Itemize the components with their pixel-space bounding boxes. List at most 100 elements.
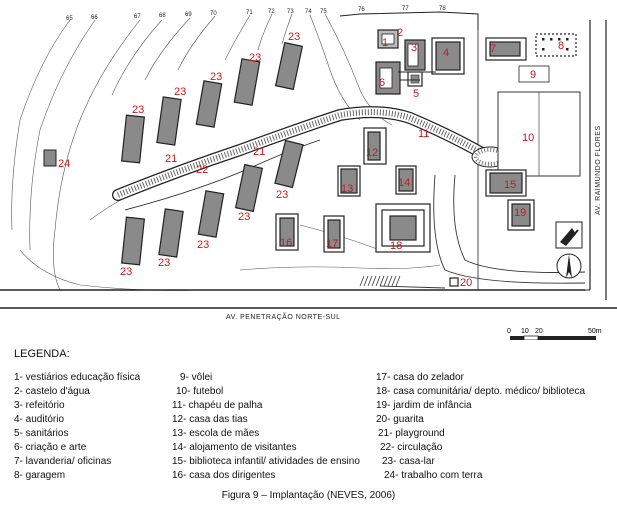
house-block bbox=[274, 139, 304, 189]
legend-item: 9- vôlei bbox=[180, 372, 213, 383]
contour-label: 65 bbox=[66, 16, 73, 22]
building-20-guardhouse bbox=[449, 277, 459, 287]
zone-23-houses bbox=[120, 41, 304, 266]
zone-label: 5 bbox=[413, 88, 419, 100]
scale-tick: 10 bbox=[521, 328, 529, 335]
legend-item: 8- garagem bbox=[14, 470, 66, 481]
zone-label: 11 bbox=[418, 128, 429, 140]
scale-tick: 0 bbox=[507, 328, 511, 335]
site-plan: 65 66 67 68 69 70 71 72 73 74 75 76 77 7… bbox=[0, 6, 617, 340]
zone-label: 8 bbox=[558, 40, 564, 52]
zone-label: 10 bbox=[522, 132, 534, 144]
contour-label: 75 bbox=[320, 9, 327, 15]
zone-label: 13 bbox=[341, 183, 353, 195]
zone-label: 23 bbox=[132, 104, 144, 116]
zone-label: 23 bbox=[120, 266, 132, 278]
zone-label: 14 bbox=[398, 177, 410, 189]
court-9-volleyball bbox=[518, 65, 550, 83]
service-area bbox=[485, 33, 581, 177]
contour-label: 68 bbox=[159, 13, 166, 19]
legend-item: 6- criação e arte bbox=[14, 442, 87, 453]
zone-label: 22 bbox=[196, 164, 208, 176]
zone-label: 20 bbox=[460, 277, 472, 289]
road-hatch bbox=[359, 275, 401, 287]
contour-label: 77 bbox=[402, 6, 409, 12]
zone-label: 23 bbox=[249, 52, 261, 64]
zone-label: 12 bbox=[366, 147, 378, 159]
street-label-east: AV. RAIMUNDO FLORES bbox=[595, 125, 602, 215]
zone-label: 19 bbox=[514, 207, 526, 219]
legend-item: 10- futebol bbox=[176, 386, 224, 397]
zone-label: 6 bbox=[379, 77, 385, 89]
zone-label: 4 bbox=[443, 47, 449, 59]
legend-item: 1- vestiários educação física bbox=[14, 372, 141, 383]
legend-title: LEGENDA: bbox=[14, 348, 70, 360]
street-label-south: AV. PENETRAÇÃO NORTE-SUL bbox=[226, 312, 341, 321]
zone-label: 7 bbox=[490, 43, 496, 55]
internal-roads bbox=[379, 174, 586, 289]
zone-label: 1 bbox=[382, 37, 388, 49]
house-block bbox=[158, 208, 184, 258]
legend-item: 11- chapéu de palha bbox=[172, 400, 263, 411]
zone-label: 23 bbox=[197, 239, 209, 251]
house-block bbox=[197, 190, 225, 238]
zone-label: 21 bbox=[165, 153, 177, 165]
zone-label: 23 bbox=[174, 86, 186, 98]
zone-label: 23 bbox=[210, 71, 222, 83]
contour-labels: 65 66 67 68 69 70 71 72 73 74 75 76 77 7… bbox=[66, 6, 446, 22]
legend-item: 17- casa do zelador bbox=[376, 372, 464, 383]
zone-label: 23 bbox=[158, 257, 170, 269]
legend-item: 7- lavanderia/ oficinas bbox=[14, 456, 112, 467]
contour-label: 67 bbox=[134, 14, 141, 20]
legend-item: 12- casa das tias bbox=[172, 414, 248, 425]
figure-caption: Figura 9 – Implantação (NEVES, 2006) bbox=[221, 490, 396, 501]
legend-item: 14- alojamento de visitantes bbox=[172, 442, 297, 453]
zone-label: 9 bbox=[530, 69, 536, 81]
house-block bbox=[234, 163, 264, 213]
legend-item: 18- casa comunitária/ depto. médico/ bib… bbox=[376, 386, 586, 397]
house-block bbox=[120, 216, 146, 266]
zone-24-earthwork bbox=[43, 149, 57, 167]
zone-label: 15 bbox=[504, 179, 516, 191]
zone-labels: 1 2 3 4 5 6 7 8 9 10 11 12 13 14 15 16 1… bbox=[58, 27, 564, 289]
zone-label: 23 bbox=[288, 31, 300, 43]
legend-item: 19- jardim de infância bbox=[376, 400, 472, 411]
zone-label: 24 bbox=[58, 158, 70, 170]
house-block bbox=[274, 41, 304, 91]
scale-bar: 0 10 20 50m bbox=[507, 328, 602, 340]
house-block bbox=[233, 58, 261, 106]
scale-tick: 50m bbox=[588, 328, 602, 335]
zone-label: 16 bbox=[280, 237, 292, 249]
legend-item: 22- circulação bbox=[380, 442, 443, 453]
north-arrow bbox=[555, 221, 583, 279]
contour-label: 66 bbox=[91, 15, 98, 21]
zone-label: 23 bbox=[276, 189, 288, 201]
zone-label: 23 bbox=[238, 211, 250, 223]
zone-label: 2 bbox=[397, 27, 403, 39]
contour-label: 78 bbox=[439, 6, 446, 12]
legend-item: 4- auditório bbox=[14, 414, 65, 425]
zone-label: 3 bbox=[411, 42, 417, 54]
upper-buildings bbox=[375, 29, 465, 95]
scale-tick: 20 bbox=[535, 328, 543, 335]
lower-buildings bbox=[275, 127, 535, 287]
legend-item: 16- casa dos dirigentes bbox=[172, 470, 276, 481]
legend-item: 3- refeitório bbox=[14, 400, 65, 411]
legend-item: 21- playground bbox=[378, 428, 445, 439]
house-block bbox=[156, 96, 182, 146]
zone-label: 18 bbox=[390, 240, 402, 252]
contour-label: 71 bbox=[246, 10, 253, 16]
zone-label: 17 bbox=[326, 238, 338, 250]
contour-label: 74 bbox=[305, 9, 312, 15]
house-block bbox=[195, 80, 223, 128]
contour-label: 73 bbox=[287, 9, 294, 15]
contour-label: 76 bbox=[358, 7, 365, 13]
contour-label: 70 bbox=[210, 11, 217, 17]
contour-label: 69 bbox=[185, 12, 192, 18]
house-block bbox=[120, 114, 146, 164]
legend-item: 24- trabalho com terra bbox=[384, 470, 483, 481]
legend-item: 15- biblioteca infantil/ atividades de e… bbox=[172, 456, 360, 467]
building-8-garage bbox=[535, 33, 577, 57]
legend-item: 20- guarita bbox=[376, 414, 424, 425]
zone-label: 21 bbox=[253, 146, 265, 158]
